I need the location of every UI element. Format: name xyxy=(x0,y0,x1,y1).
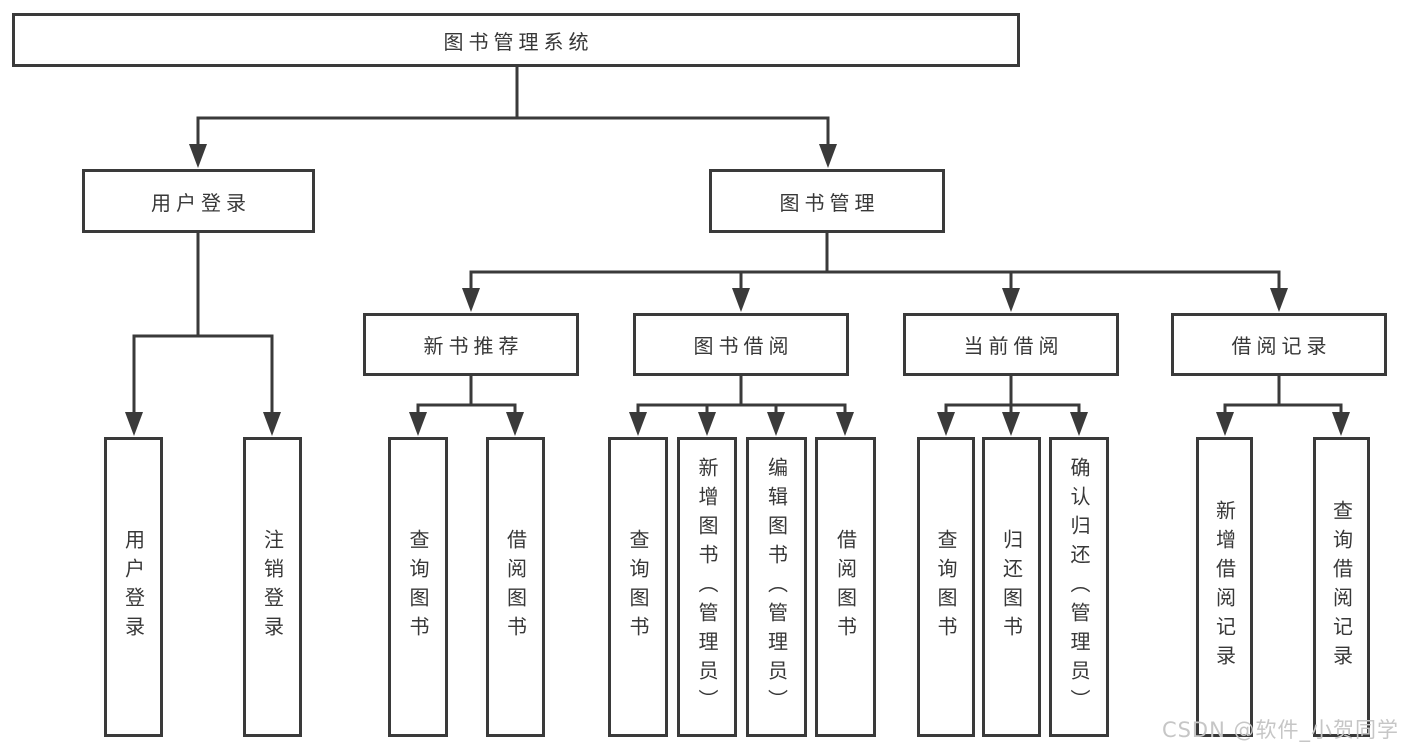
node-label: 图书借阅 xyxy=(693,334,794,358)
leaf-borrow-books-2: 借阅图书 xyxy=(815,437,876,737)
node-new-book-recommend: 新书推荐 xyxy=(363,313,579,376)
node-label: 归还图书 xyxy=(999,529,1024,645)
node-label: 查询图书 xyxy=(626,529,650,645)
leaf-add-borrow-record: 新增借阅记录 xyxy=(1196,437,1253,737)
leaf-return-books: 归还图书 xyxy=(982,437,1041,737)
node-label: 查询图书 xyxy=(934,529,958,645)
leaf-query-books-2: 查询图书 xyxy=(608,437,668,737)
node-label: 用户登录 xyxy=(121,529,146,645)
node-label: 查询图书 xyxy=(406,529,430,645)
leaf-logout: 注销登录 xyxy=(243,437,302,737)
leaf-borrow-books-1: 借阅图书 xyxy=(486,437,545,737)
node-label: 图书管理系统 xyxy=(443,29,594,54)
node-label: 编辑图书（管理员） xyxy=(764,456,789,718)
node-book-management: 图书管理 xyxy=(709,169,945,233)
leaf-edit-books-admin: 编辑图书（管理员） xyxy=(746,437,807,737)
node-root-system: 图书管理系统 xyxy=(12,13,1020,67)
node-label: 确认归还（管理员） xyxy=(1067,456,1091,718)
leaf-query-books-3: 查询图书 xyxy=(917,437,975,737)
csdn-watermark: CSDN @软件_小贺同学 xyxy=(1161,718,1399,742)
leaf-add-books-admin: 新增图书（管理员） xyxy=(677,437,737,737)
node-label: 新增图书（管理员） xyxy=(695,456,719,718)
leaf-confirm-return-admin: 确认归还（管理员） xyxy=(1049,437,1109,737)
node-label: 新书推荐 xyxy=(423,334,524,358)
node-user-login: 用户登录 xyxy=(82,169,315,233)
node-label: 用户登录 xyxy=(151,190,251,215)
leaf-user-login: 用户登录 xyxy=(104,437,163,737)
node-current-borrowing: 当前借阅 xyxy=(903,313,1119,376)
node-book-borrowing: 图书借阅 xyxy=(633,313,849,376)
node-label: 注销登录 xyxy=(260,529,285,645)
node-label: 借阅记录 xyxy=(1231,334,1332,358)
node-label: 当前借阅 xyxy=(963,334,1064,358)
node-label: 新增借阅记录 xyxy=(1212,500,1237,674)
node-label: 查询借阅记录 xyxy=(1329,500,1354,674)
node-label: 图书管理 xyxy=(779,190,880,215)
leaf-query-books-1: 查询图书 xyxy=(388,437,448,737)
node-label: 借阅图书 xyxy=(833,529,858,645)
leaf-query-borrow-record: 查询借阅记录 xyxy=(1313,437,1370,737)
node-borrowing-records: 借阅记录 xyxy=(1171,313,1387,376)
node-label: 借阅图书 xyxy=(503,529,528,645)
